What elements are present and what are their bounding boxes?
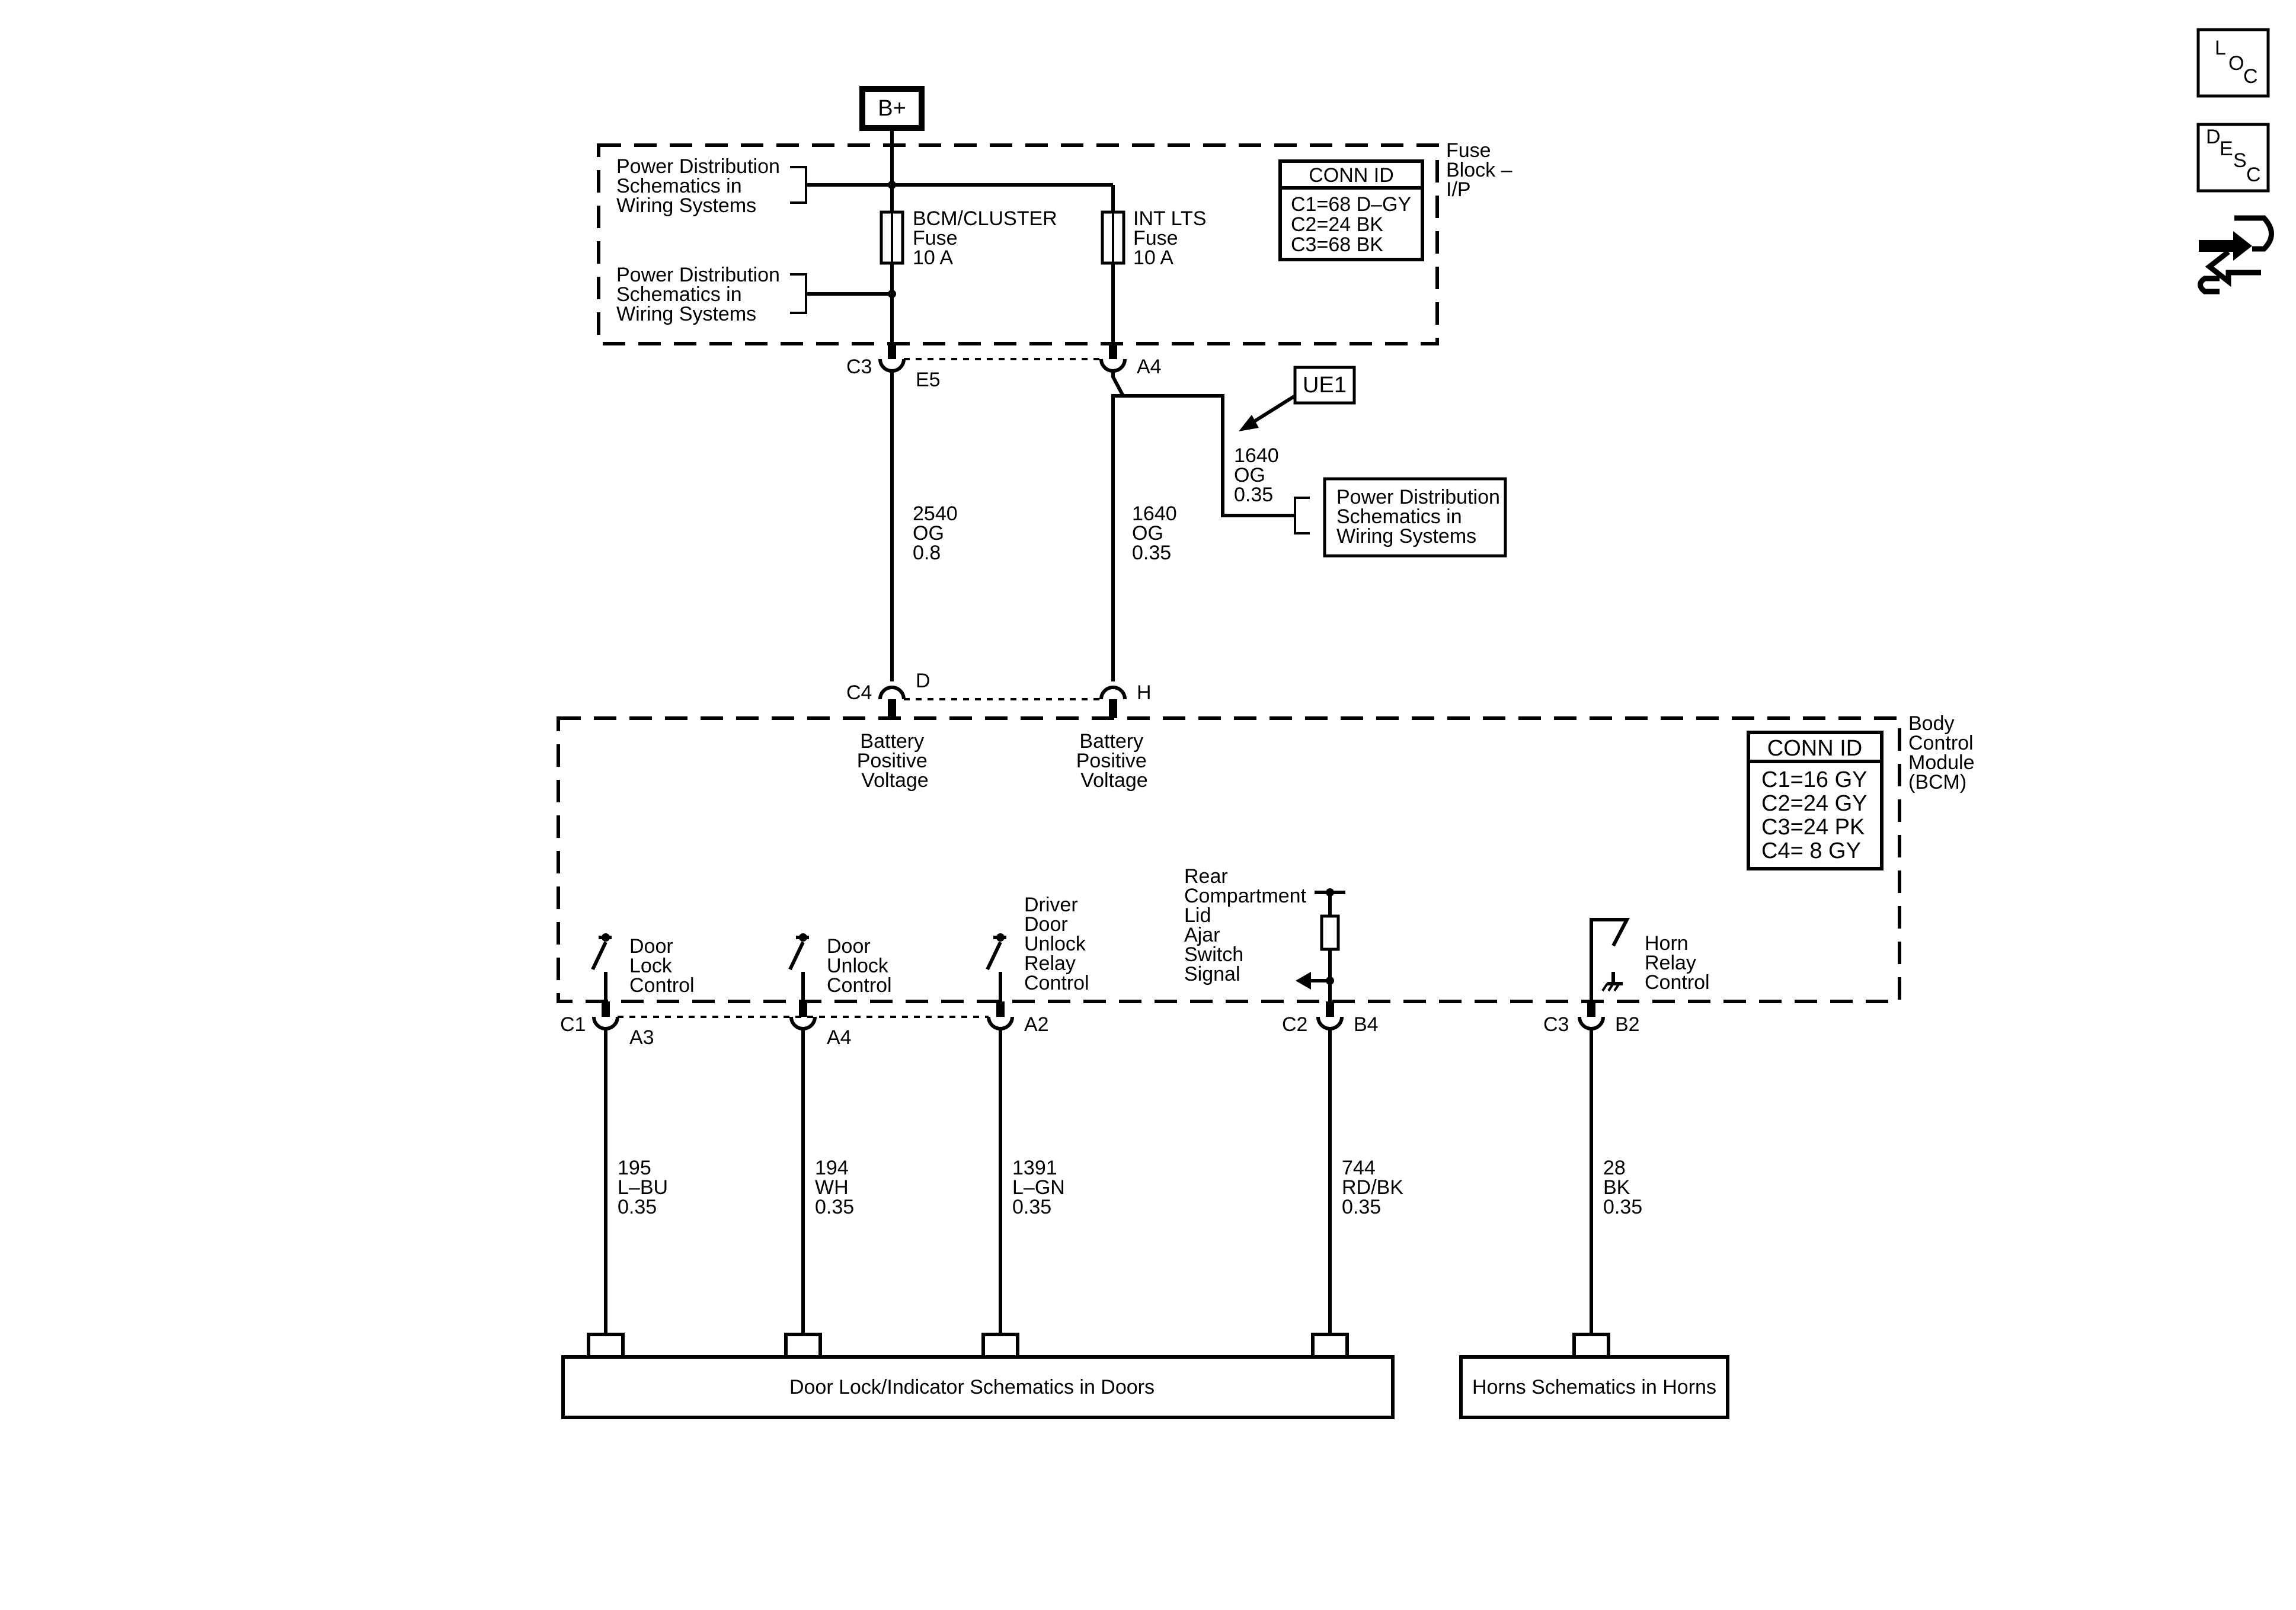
horn-relay-control-label: Horn Relay Control xyxy=(1645,932,1710,994)
door-lock-control-switch: Door Lock Control xyxy=(591,933,695,1001)
connector-tool-icon[interactable] xyxy=(2198,215,2274,295)
wire-label: 1391 L–GN 0.35 xyxy=(1012,1157,1070,1218)
pin-id: E5 xyxy=(916,369,941,391)
connector-id: C3 xyxy=(1543,1013,1569,1036)
location-icon[interactable]: L O C xyxy=(2196,28,2270,98)
door-unlock-control-switch: Door Unlock Control xyxy=(788,933,894,1001)
svg-text:D: D xyxy=(2206,126,2221,148)
svg-text:Power Distribution Schem: Power Distribution Schematics in Wiring … xyxy=(1336,486,1505,548)
int-lts-fuse-label: INT LTS Fuse 10 A xyxy=(1133,207,1212,269)
pin-id: A4 xyxy=(827,1026,852,1049)
ue1-label: UE1 xyxy=(1303,373,1347,398)
conn-id-header: CONN ID xyxy=(1309,164,1394,187)
svg-text:S: S xyxy=(2233,149,2247,172)
lower-wires: 195 L–BU 0.35 194 WH 0.35 1391 L–GN 0.35… xyxy=(604,1029,1642,1333)
svg-text:L: L xyxy=(2215,37,2226,59)
power-distribution-ref-right[interactable]: Power Distribution Schematics in Wiring … xyxy=(1294,477,1507,558)
pin-id: H xyxy=(1137,681,1152,704)
fuse-block-connector-a4: A4 xyxy=(1099,344,1162,378)
driver-door-unlock-relay-control-label: Driver Door Unlock Relay Control xyxy=(1024,894,1091,994)
destination-terminals xyxy=(587,1333,1610,1357)
door-unlock-control-label: Door Unlock Control xyxy=(827,935,894,997)
battery-positive-voltage-input: Battery Positive Voltage xyxy=(857,730,933,792)
horn-relay-control-switch: Horn Relay Control xyxy=(1590,918,1710,1001)
battery-positive-voltage-input: Battery Positive Voltage xyxy=(1076,730,1153,792)
door-lock-indicator-schematics-link[interactable]: Door Lock/Indicator Schematics in Doors xyxy=(561,1355,1395,1419)
conn-id-row: C1=68 D–GY xyxy=(1291,193,1411,216)
svg-text:E: E xyxy=(2220,137,2233,160)
fuse-block-connector-c3: C3 E5 xyxy=(846,344,941,391)
branch-wire-label: 1640 OG 0.35 xyxy=(1234,444,1284,506)
wire-label-1640: 1640 OG 0.35 xyxy=(1132,502,1182,564)
wire-label: 744 RD/BK 0.35 xyxy=(1342,1157,1409,1218)
bcm-conn-id-table: CONN ID C1=16 GY C2=24 GY C3=24 PK C4= 8… xyxy=(1747,731,1884,870)
connector-id: C2 xyxy=(1282,1013,1307,1036)
bcm-cluster-fuse-label: BCM/CLUSTER Fuse 10 A xyxy=(913,207,1063,269)
bcm-title: Body Control Module (BCM) xyxy=(1908,712,1980,793)
connector-id: C1 xyxy=(560,1013,586,1036)
bcm-connector-c4: C4 D H xyxy=(846,670,1152,718)
battery-supply: B+ xyxy=(859,86,925,145)
bcm-cluster-fuse: BCM/CLUSTER Fuse 10 A xyxy=(880,207,1063,269)
conn-id-row: C2=24 BK xyxy=(1291,213,1383,236)
rear-compartment-lid-ajar-signal: Rear Compartment Lid Ajar Switch Signal xyxy=(1184,865,1345,1001)
ue1-callout[interactable]: UE1 xyxy=(1239,366,1356,431)
rear-compartment-lid-ajar-label: Rear Compartment Lid Ajar Switch Signal xyxy=(1184,865,1312,985)
pin-id: A4 xyxy=(1137,356,1162,378)
wire-label: 28 BK 0.35 xyxy=(1603,1157,1642,1218)
pin-id: A3 xyxy=(629,1026,654,1049)
door-lock-control-label: Door Lock Control xyxy=(629,935,695,997)
svg-text:Door Lock/Indicator Schematics: Door Lock/Indicator Schematics in Doors xyxy=(789,1376,1155,1398)
description-icon[interactable]: D E S C xyxy=(2196,123,2270,193)
battery-supply-label: B+ xyxy=(878,96,906,121)
fuse-block: Fuse Block – I/P CONN ID C1=68 D–GY C2=2… xyxy=(597,139,1518,347)
wire-label: 195 L–BU 0.35 xyxy=(618,1157,674,1218)
branch-wire: 1640 OG 0.35 xyxy=(1120,394,1295,517)
connector-id: C4 xyxy=(846,681,872,704)
conn-id-row: C3=24 PK xyxy=(1761,815,1865,840)
wire-label: 194 WH 0.35 xyxy=(815,1157,854,1218)
conn-id-row: C4= 8 GY xyxy=(1761,838,1861,863)
svg-text:Horns Schematics in Horns: Horns Schematics in Horns xyxy=(1472,1376,1716,1398)
power-distribution-ref-top[interactable]: Power Distribution Schematics in Wiring … xyxy=(616,155,785,217)
conn-id-row: C1=16 GY xyxy=(1761,767,1868,792)
horns-schematics-link[interactable]: Horns Schematics in Horns xyxy=(1459,1355,1729,1419)
conn-id-row: C3=68 BK xyxy=(1291,233,1383,256)
driver-door-unlock-relay-control-switch: Driver Door Unlock Relay Control xyxy=(986,894,1091,1001)
int-lts-fuse: INT LTS Fuse 10 A xyxy=(1101,207,1212,269)
fuse-block-conn-id-table: CONN ID C1=68 D–GY C2=24 BK C3=68 BK xyxy=(1278,159,1424,261)
pin-id: D xyxy=(916,670,930,692)
connector-id: C3 xyxy=(846,356,872,378)
pin-id: A2 xyxy=(1024,1013,1049,1036)
body-control-module: Body Control Module (BCM) CONN ID C1=16 … xyxy=(557,712,1980,1003)
conn-id-header: CONN ID xyxy=(1767,736,1862,761)
bcm-bottom-connectors: C1 A3 A4 A2 C2 B4 C3 B2 xyxy=(560,1001,1640,1049)
pin-id: B2 xyxy=(1615,1013,1640,1036)
wire-label-2540: 2540 OG 0.8 xyxy=(913,502,963,564)
power-distribution-ref-mid[interactable]: Power Distribution Schematics in Wiring … xyxy=(616,264,785,325)
pin-id: B4 xyxy=(1354,1013,1379,1036)
svg-text:C: C xyxy=(2243,65,2258,88)
fuse-block-title: Fuse Block – I/P xyxy=(1446,139,1518,201)
svg-text:C: C xyxy=(2246,164,2261,186)
svg-text:O: O xyxy=(2228,52,2244,75)
conn-id-row: C2=24 GY xyxy=(1761,791,1868,816)
